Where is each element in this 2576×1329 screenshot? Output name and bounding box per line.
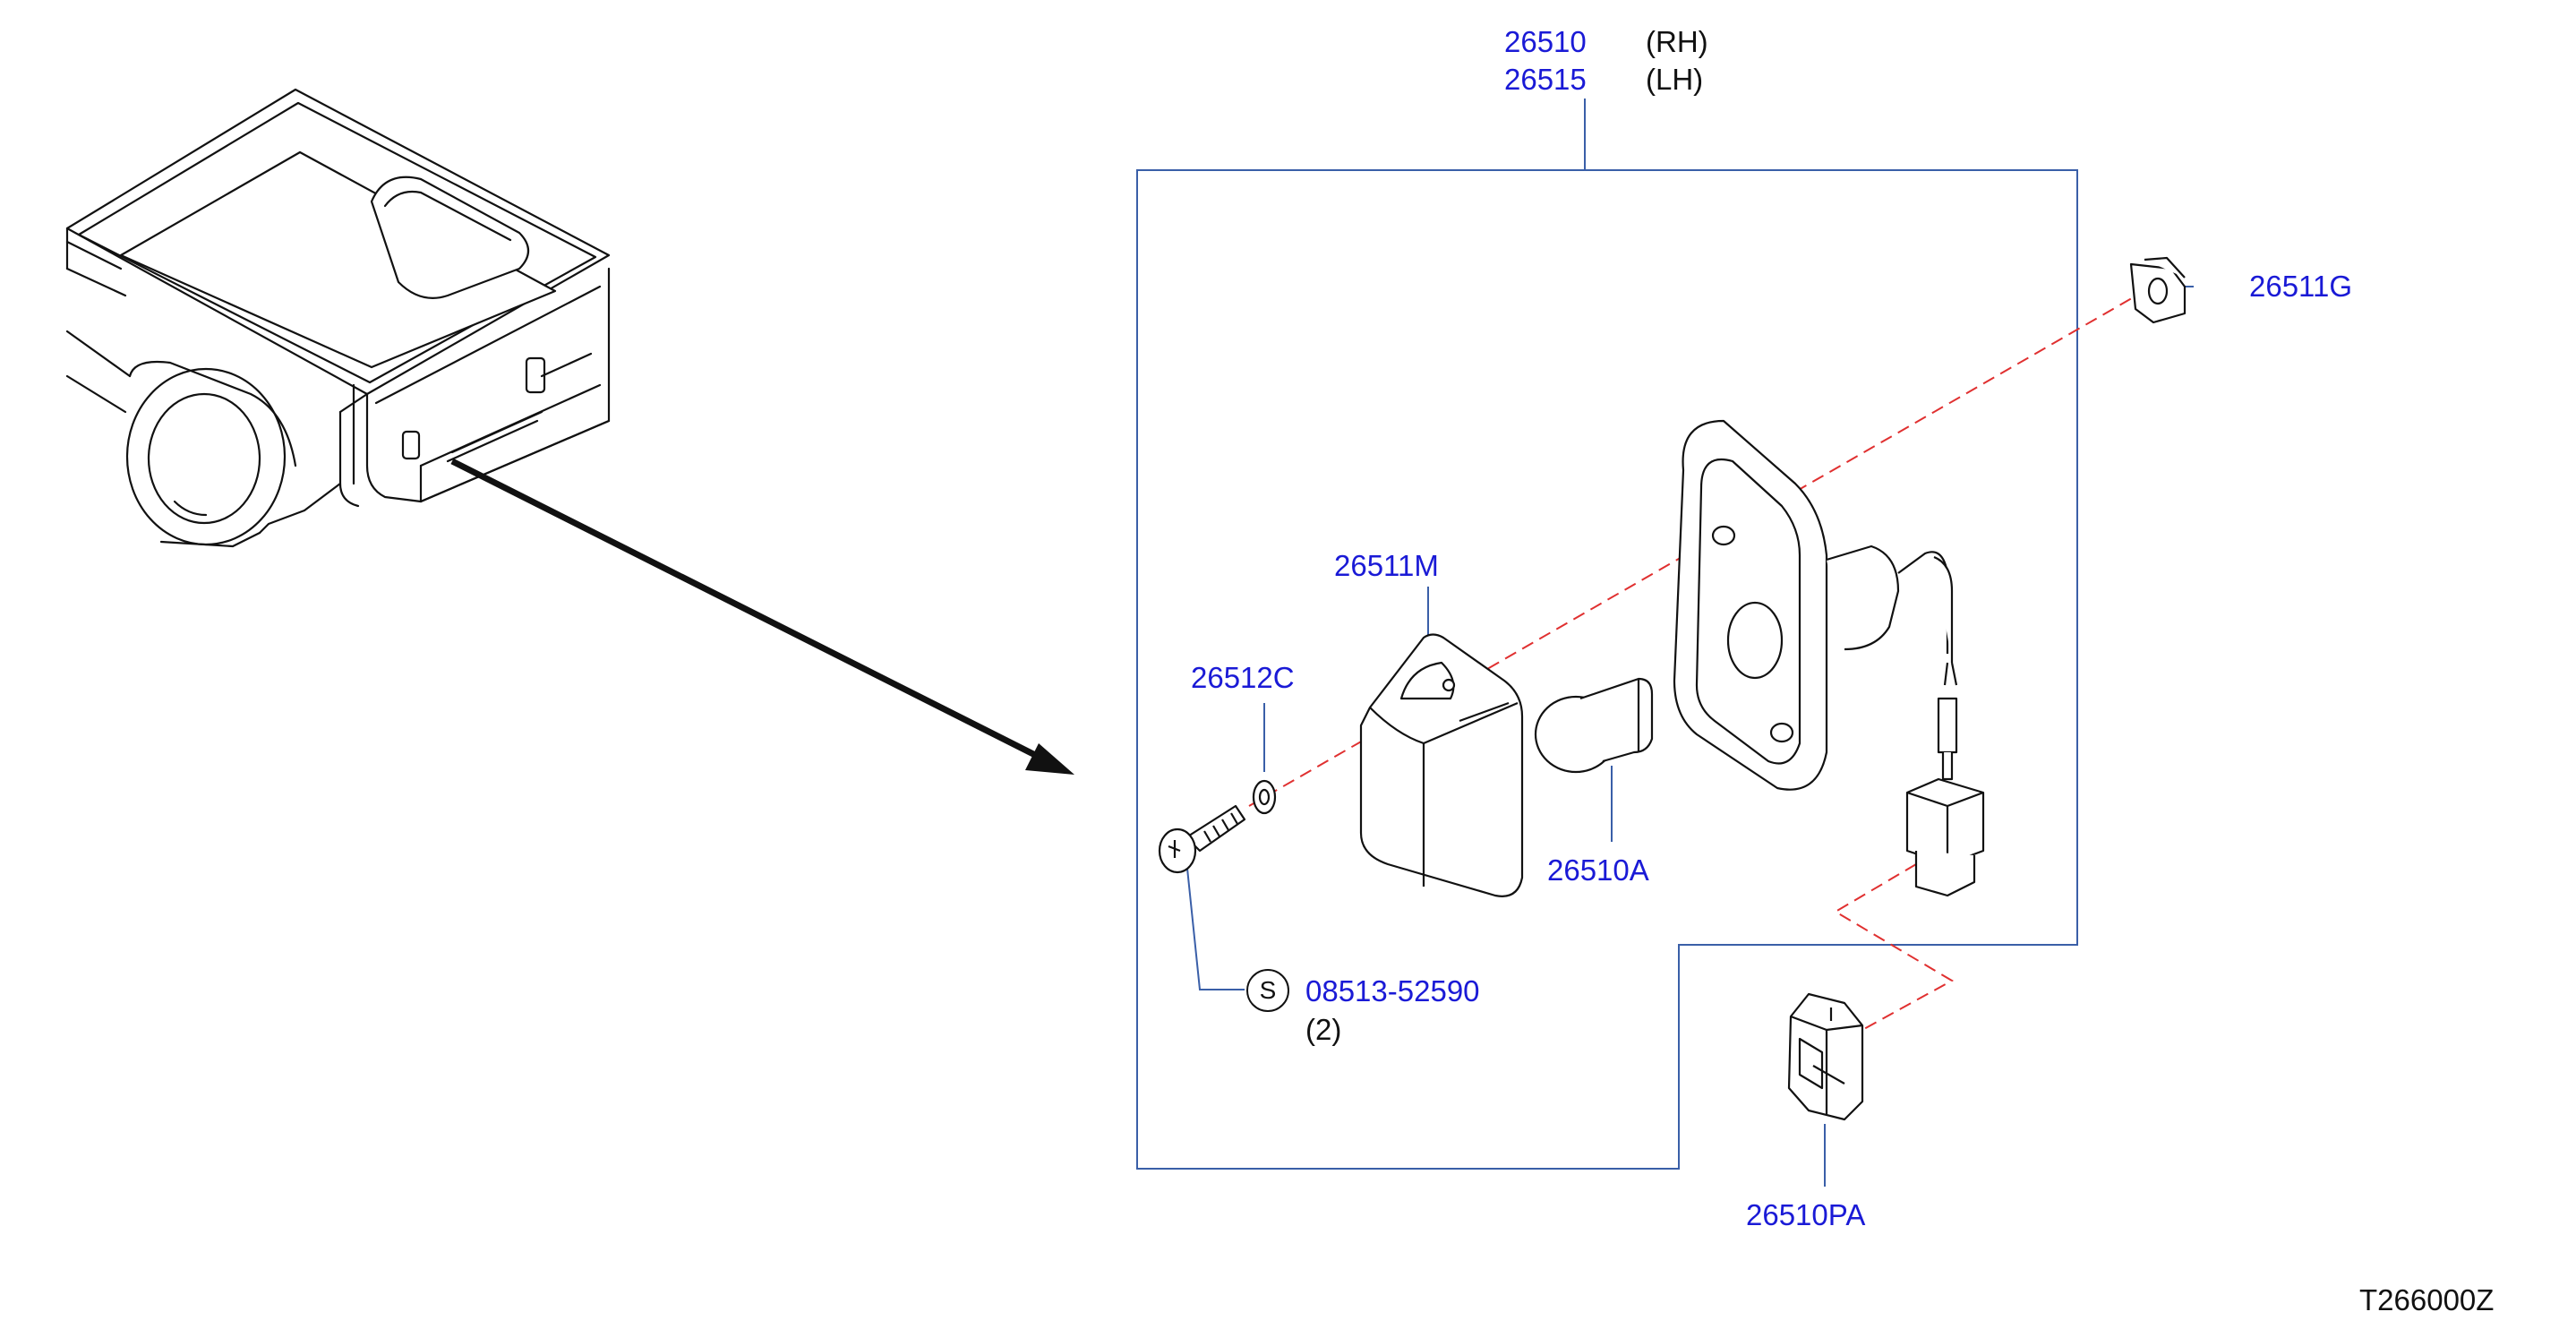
screw-quantity: (2)	[1305, 1013, 1342, 1046]
screw-standard-symbol: S	[1246, 969, 1289, 1012]
screw-part-number: 08513-52590	[1305, 974, 1480, 1007]
lens-part-number: 26511M	[1334, 549, 1439, 582]
bulb-part-number: 26510A	[1547, 853, 1649, 887]
bracket-part-number: 26510PA	[1746, 1198, 1866, 1231]
truck-rear-illustration	[65, 88, 611, 548]
lens-part	[1359, 633, 1524, 897]
assembly-rh-side: (RH)	[1646, 25, 1708, 58]
leader-lines	[1185, 286, 2194, 1187]
clip-nut-part-number: 26511G	[2249, 270, 2352, 303]
assembly-lh-side: (LH)	[1646, 63, 1704, 96]
direction-arrow	[450, 458, 1074, 775]
lamp-housing-part	[1673, 419, 1985, 897]
clip-nut-part	[2129, 256, 2187, 324]
figure-code: T266000Z	[2359, 1283, 2495, 1316]
assembly-rh-part-number: 26510	[1504, 25, 1587, 58]
screw-part	[1158, 804, 1246, 874]
washer-part-number: 26512C	[1191, 661, 1295, 694]
washer-part	[1252, 779, 1277, 815]
bracket-part	[1787, 992, 1864, 1121]
assembly-frame	[1136, 99, 2078, 1170]
assembly-lh-part-number: 26515	[1504, 63, 1587, 96]
bulb-part	[1534, 677, 1654, 774]
